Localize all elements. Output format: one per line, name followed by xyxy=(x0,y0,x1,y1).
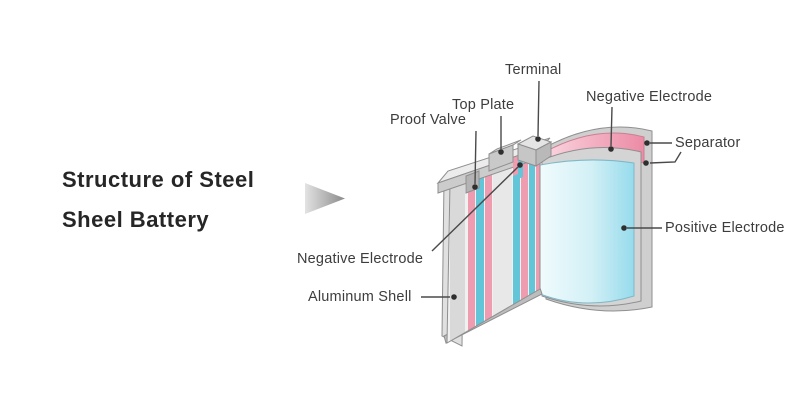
label-positive-electrode: Positive Electrode xyxy=(665,220,785,236)
unrolled-sheets xyxy=(539,126,653,312)
label-separator: Separator xyxy=(675,135,741,151)
positive-electrode-sheet xyxy=(539,159,635,304)
label-top-plate: Top Plate xyxy=(452,97,515,113)
label-negative-electrode-side: Negative Electrode xyxy=(297,251,424,267)
diagram-title: Structure of Steel Sheel Battery xyxy=(62,160,254,240)
top-plate-block-front xyxy=(488,144,514,172)
terminal-block-side xyxy=(535,141,552,167)
negative-tab xyxy=(513,156,518,176)
positive-tab xyxy=(518,159,523,179)
diagram-title-line2: Sheel Battery xyxy=(62,207,210,232)
label-aluminum-shell: Aluminum Shell xyxy=(308,289,412,305)
diagram-title-line1: Structure of Steel xyxy=(62,167,255,192)
label-negative-electrode-top: Negative Electrode xyxy=(586,89,713,105)
leader-lines xyxy=(421,80,682,300)
label-proof-valve: Proof Valve xyxy=(390,112,467,128)
battery-cell xyxy=(436,135,553,347)
label-terminal: Terminal xyxy=(505,62,562,78)
pointer-arrow-icon xyxy=(305,183,345,214)
